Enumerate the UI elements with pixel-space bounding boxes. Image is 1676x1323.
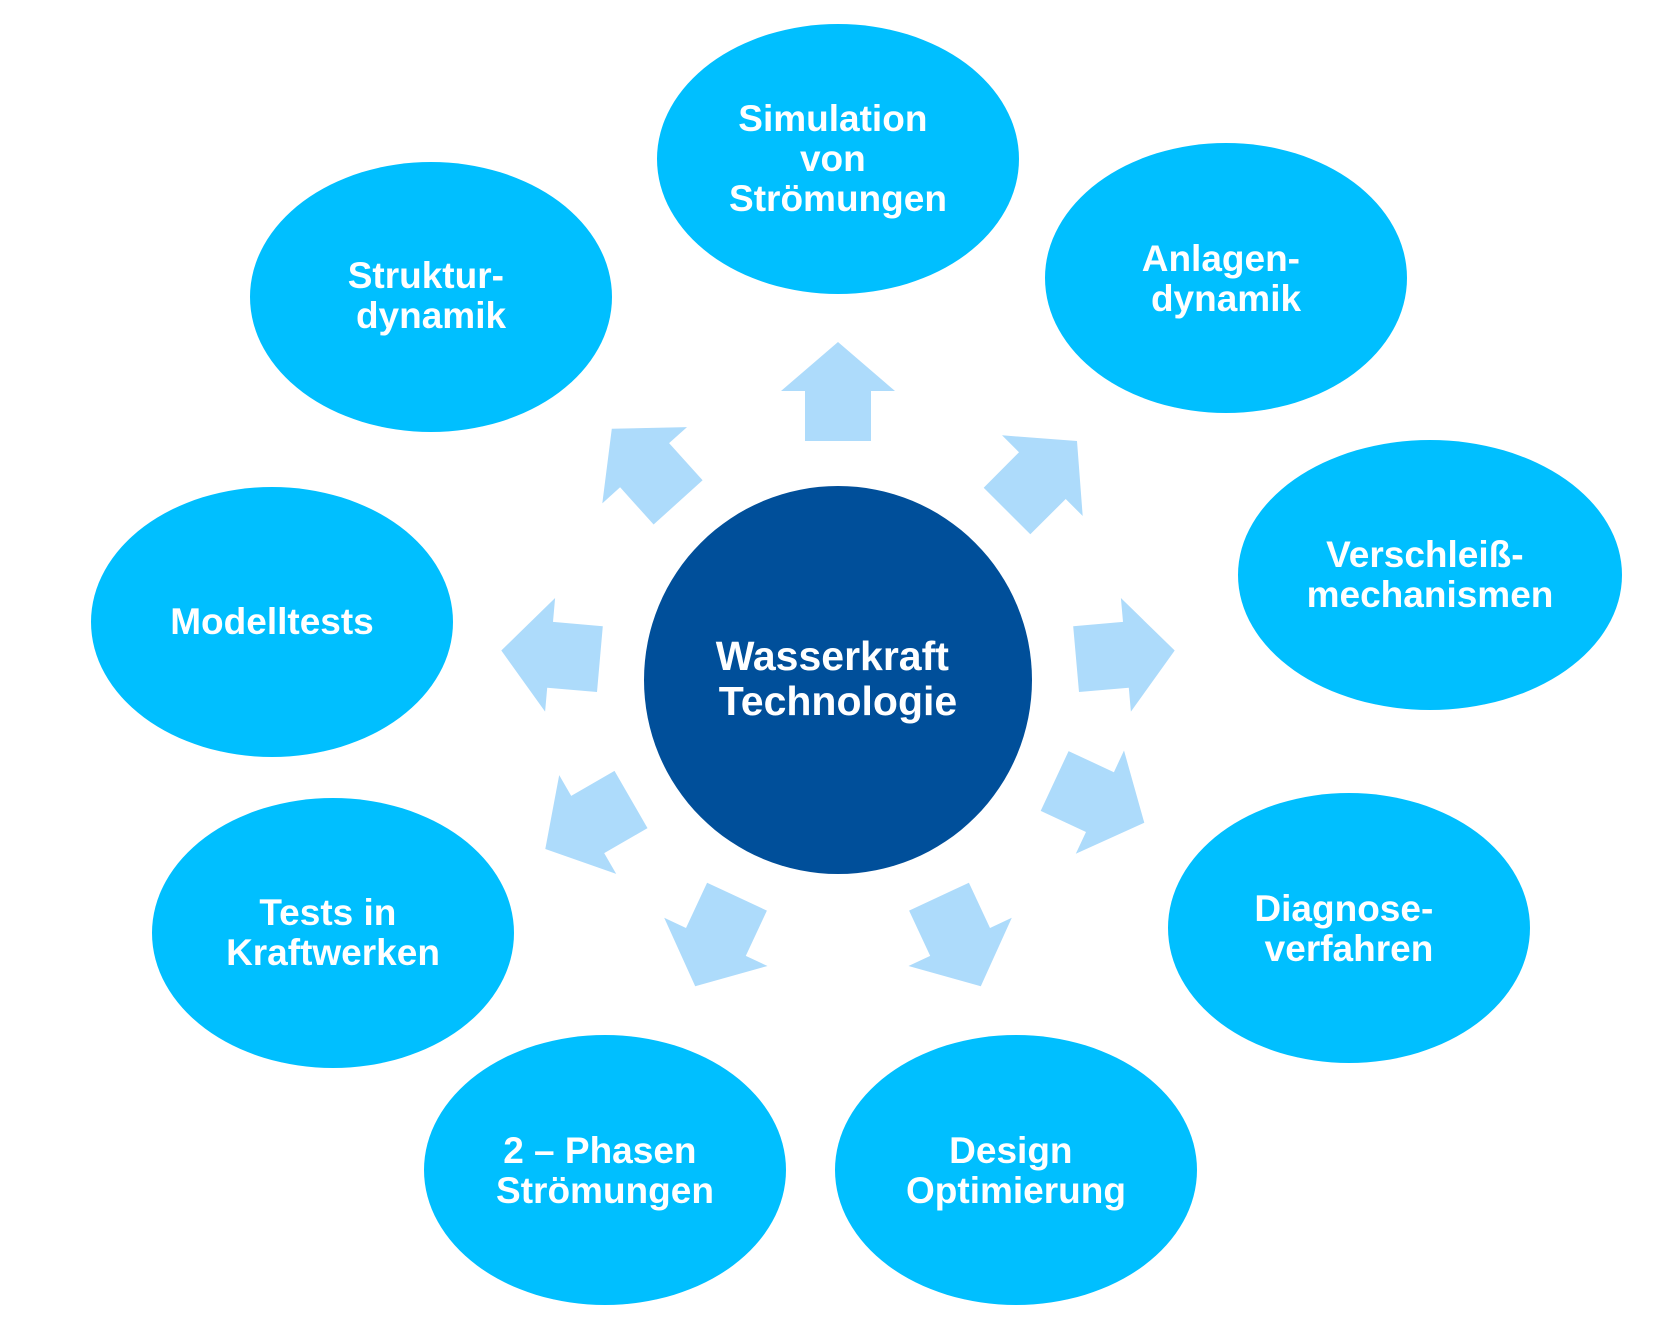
node-ellipse xyxy=(1238,440,1622,710)
node-label-line: Strömungen xyxy=(496,1170,714,1211)
node-label-line: 2 – Phasen xyxy=(503,1130,696,1171)
center-circle xyxy=(644,486,1032,874)
node-label-line: Tests in xyxy=(259,892,396,933)
node-label-line: dynamik xyxy=(1151,278,1302,319)
node-label-line: Strömungen xyxy=(729,178,947,219)
node-label: Verschleiß- mechanismen xyxy=(1307,534,1554,615)
node-label: Design Optimierung xyxy=(906,1130,1126,1211)
node-label-line: dynamik xyxy=(356,295,507,336)
node-strukturdynamik: Struktur- dynamik xyxy=(250,162,612,432)
node-label-line: Optimierung xyxy=(906,1170,1126,1211)
node-ellipse xyxy=(152,798,514,1068)
node-label: 2 – Phasen Strömungen xyxy=(496,1130,714,1211)
arrow-to-simulation xyxy=(781,342,895,441)
node-ellipse xyxy=(835,1035,1197,1305)
center-label-line: Wasserkraft xyxy=(716,633,950,679)
arrow-to-verschleiss xyxy=(1073,598,1175,712)
node-modelltests: Modelltests xyxy=(91,487,453,757)
node-diagnose: Diagnose- verfahren xyxy=(1168,793,1530,1063)
node-ellipse xyxy=(91,487,453,757)
node-label: Modelltests xyxy=(170,601,374,642)
node-zweiphasen: 2 – Phasen Strömungen xyxy=(424,1035,786,1305)
node-label-line: Simulation xyxy=(738,98,927,139)
node-ellipse xyxy=(657,24,1019,294)
node-label-line: Design xyxy=(949,1130,1072,1171)
arrow-to-strukturdynamik xyxy=(602,427,703,525)
node-label-line: von xyxy=(800,138,866,179)
arrow-to-tests xyxy=(545,770,648,874)
arrow-to-zweiphasen xyxy=(664,882,768,987)
node-ellipse xyxy=(424,1035,786,1305)
arrows xyxy=(501,342,1175,987)
node-label-line: Diagnose- xyxy=(1254,888,1433,929)
center-label: Wasserkraft Technologie xyxy=(716,633,961,724)
node-anlagendynamik: Anlagen- dynamik xyxy=(1045,143,1407,413)
center-label-line: Technologie xyxy=(719,678,957,724)
arrow-to-anlagendynamik xyxy=(983,435,1083,535)
arrow-to-design xyxy=(908,882,1012,987)
node-design: Design Optimierung xyxy=(835,1035,1197,1305)
center-node: Wasserkraft Technologie xyxy=(644,486,1032,874)
arrow-to-diagnose xyxy=(1040,750,1145,854)
arrow-to-modelltests xyxy=(501,598,603,712)
node-simulation: Simulation von Strömungen xyxy=(657,24,1019,294)
node-label-line: Modelltests xyxy=(170,601,374,642)
node-ellipse xyxy=(250,162,612,432)
node-label-line: Anlagen- xyxy=(1142,238,1300,279)
node-label-line: mechanismen xyxy=(1307,574,1554,615)
node-label: Struktur- dynamik xyxy=(348,255,515,336)
node-label: Anlagen- dynamik xyxy=(1142,238,1311,319)
node-ellipse xyxy=(1045,143,1407,413)
node-label: Diagnose- verfahren xyxy=(1254,888,1443,969)
node-label-line: Kraftwerken xyxy=(226,932,440,973)
node-label-line: Struktur- xyxy=(348,255,504,296)
node-label: Tests in Kraftwerken xyxy=(226,892,440,973)
node-label-line: verfahren xyxy=(1265,928,1434,969)
node-tests: Tests in Kraftwerken xyxy=(152,798,514,1068)
node-verschleiss: Verschleiß- mechanismen xyxy=(1238,440,1622,710)
node-ellipse xyxy=(1168,793,1530,1063)
node-label-line: Verschleiß- xyxy=(1326,534,1523,575)
node-label: Simulation von Strömungen xyxy=(729,98,947,219)
